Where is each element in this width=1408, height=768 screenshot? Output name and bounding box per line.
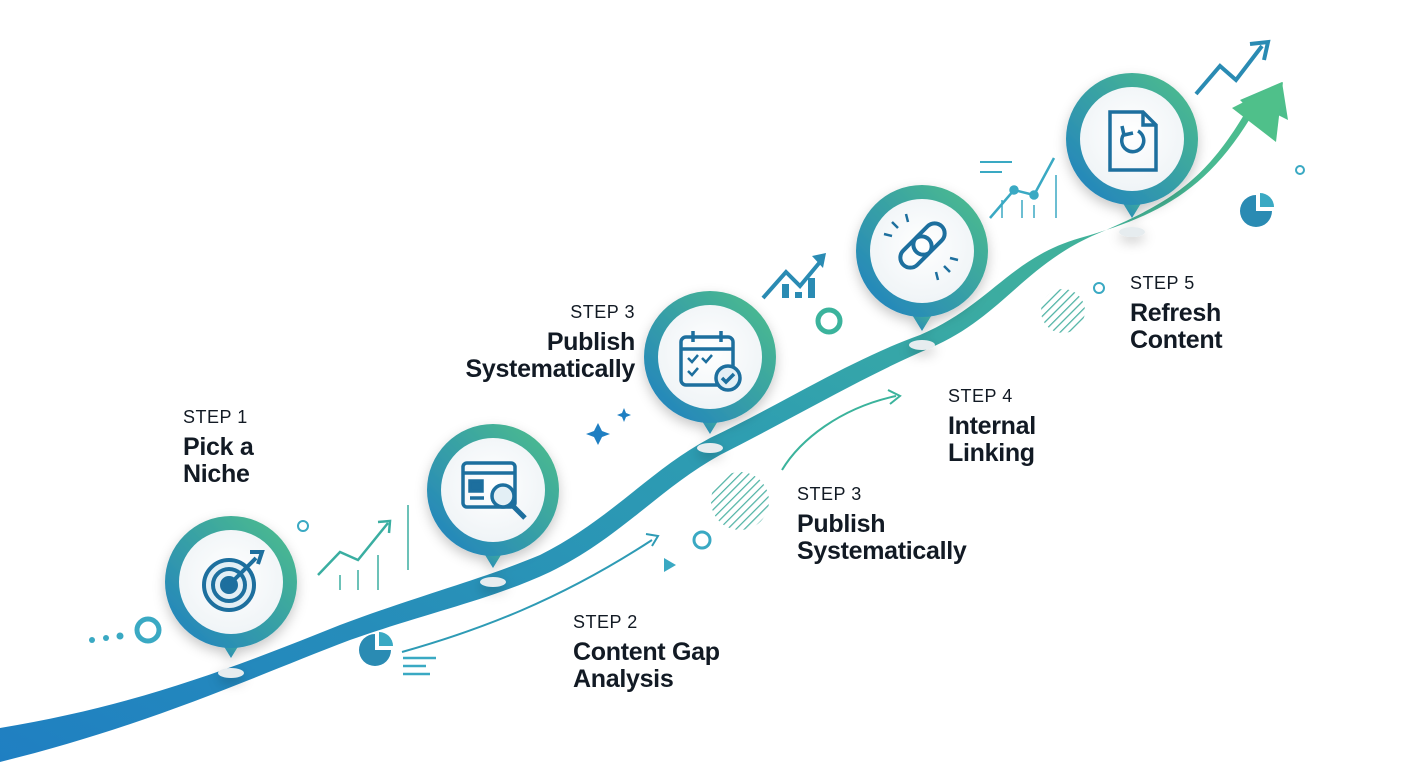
step-title-line-2: Content — [1130, 326, 1223, 354]
step-title-line-2: Analysis — [573, 665, 674, 693]
zigzag-arrow-icon — [1194, 39, 1271, 96]
curved-arrow-1 — [401, 533, 660, 653]
road-arrowhead — [1232, 82, 1283, 142]
link-icon — [883, 213, 959, 281]
step-number: STEP 2 — [573, 612, 638, 632]
step-title-line-2: Linking — [948, 439, 1035, 467]
ring-6 — [1295, 165, 1305, 175]
pie-icon-2 — [1240, 193, 1274, 227]
ring-2 — [297, 520, 309, 532]
step-4-label: STEP 4 Internal Linking — [948, 386, 1036, 467]
step-number: STEP 1 — [183, 407, 248, 427]
step-2-label: STEP 2 Content Gap Analysis — [573, 612, 720, 693]
step-5-label: STEP 5 Refresh Content — [1130, 273, 1223, 354]
step-title-line-1: Refresh — [1130, 299, 1221, 327]
pie-icon-1 — [359, 632, 393, 666]
ring-5 — [1093, 282, 1105, 294]
trend-line-icon-1 — [317, 505, 409, 590]
step-title-line-2: Systematically — [465, 355, 635, 383]
step-title-line-1: Publish — [797, 510, 886, 538]
step-number: STEP 3 — [797, 484, 862, 504]
ring-3 — [692, 530, 712, 550]
step-title-line-1: Internal — [948, 412, 1036, 440]
step-title-line-1: Content Gap — [573, 638, 720, 666]
trend-line-icon-2 — [980, 157, 1057, 219]
pin-step-5 — [1066, 73, 1198, 237]
step-3-label-upper: STEP 3 Publish Systematically — [455, 302, 635, 383]
hatched-circle-1 — [711, 472, 769, 530]
ring-1 — [134, 616, 162, 644]
refresh-document-icon — [1108, 110, 1158, 172]
play-triangle-icon — [664, 558, 676, 572]
lines-icon-1 — [403, 656, 436, 676]
hatched-circle-2 — [1041, 289, 1085, 333]
step-title-line-1: Pick a — [183, 433, 254, 461]
step-title-line-1: Publish — [546, 328, 635, 356]
step-number: STEP 4 — [948, 386, 1013, 406]
step-number: STEP 5 — [1130, 273, 1195, 293]
search-page-icon — [461, 461, 527, 520]
step-title-line-2: Niche — [183, 460, 250, 488]
step-1-label: STEP 1 Pick a Niche — [183, 407, 254, 488]
bar-chart-trend-icon — [761, 253, 826, 300]
ring-4 — [815, 307, 843, 335]
calendar-check-icon — [679, 331, 742, 392]
sparkle-icons — [586, 408, 631, 445]
dot-trail — [89, 632, 124, 643]
step-number: STEP 3 — [570, 302, 635, 322]
curved-arrow-2 — [781, 389, 902, 471]
step-3-label-lower: STEP 3 Publish Systematically — [797, 484, 967, 565]
target-icon — [202, 550, 265, 612]
step-title-line-2: Systematically — [797, 537, 967, 565]
